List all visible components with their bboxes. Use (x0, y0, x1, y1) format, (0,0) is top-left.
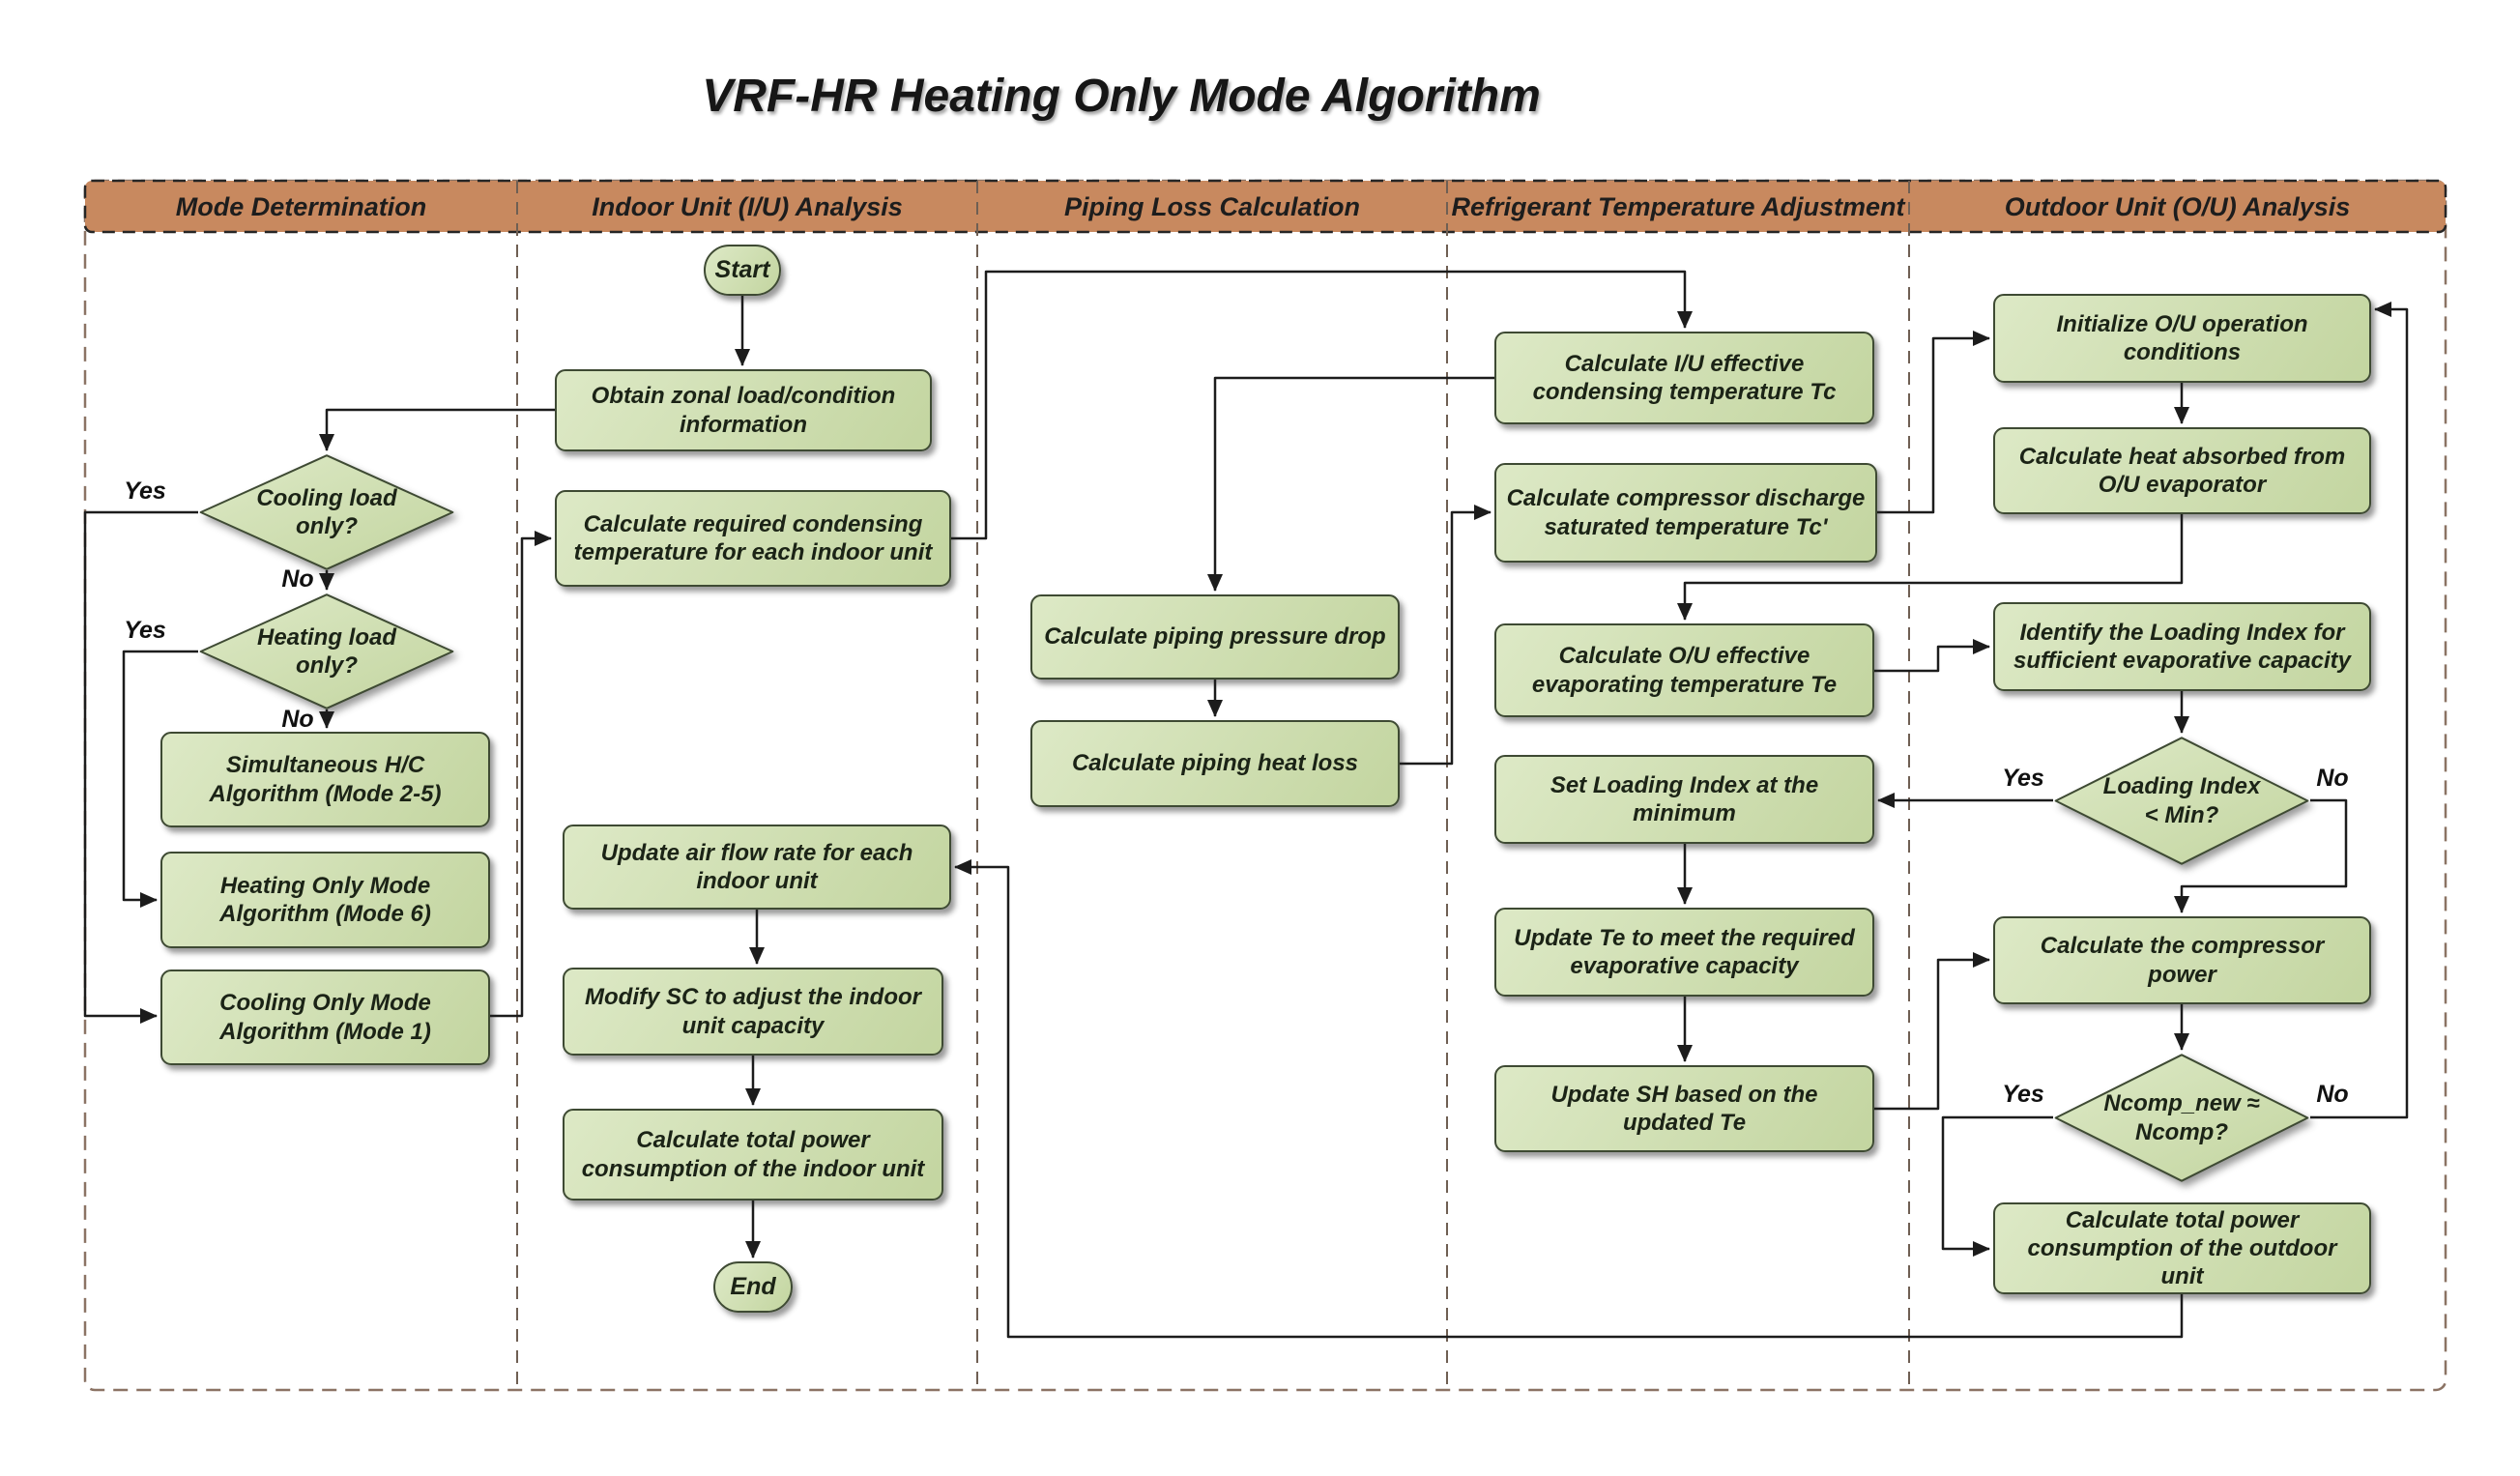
node-calc-piping-pressure-drop: Calculate piping pressure drop (1030, 594, 1400, 680)
connector-update-sh-to-compressor-power (1874, 952, 1990, 1111)
connector-obtain-zonal-to-cooling-decision (319, 408, 555, 451)
node-obtain-zonal-info: Obtain zonal load/condition information (555, 369, 932, 451)
node-update-sh: Update SH based on the updated Te (1494, 1065, 1874, 1152)
node-calc-iu-condensing-tc: Calculate I/U effective condensing tempe… (1494, 332, 1874, 424)
node-modify-sc: Modify SC to adjust the indoor unit capa… (563, 968, 943, 1056)
connector-heat-loss-to-discharge-tc (1400, 505, 1492, 766)
node-identify-loading-index: Identify the Loading Index for sufficien… (1993, 602, 2371, 691)
node-cooling-only-mode-algorithm: Cooling Only Mode Algorithm (Mode 1) (160, 970, 490, 1065)
decision-heating-load-only: Heating load only? (198, 593, 455, 709)
swimlane-header-band (83, 179, 2448, 234)
node-initialize-ou-conditions: Initialize O/U operation conditions (1993, 294, 2371, 383)
lane-header-piping-loss: Piping Loss Calculation (1063, 191, 1361, 221)
label-loading-no: No (2316, 765, 2349, 792)
node-update-air-flow: Update air flow rate for each indoor uni… (563, 825, 951, 910)
connector-cooling-yes-to-cooling-only-mode (83, 510, 198, 1024)
connector-heating-yes-to-heating-only-mode (122, 650, 198, 908)
lane-header-outdoor-unit: Outdoor Unit (O/U) Analysis (2004, 191, 2351, 221)
lane-header-mode-determination: Mode Determination (175, 191, 427, 221)
label-heating-yes: Yes (124, 617, 166, 644)
lane-separators (516, 181, 1910, 1390)
label-heating-no: No (281, 706, 314, 733)
label-cooling-no: No (281, 565, 314, 593)
connector-calc-iu-tc-to-pressure-drop (1207, 376, 1494, 592)
node-calc-heat-absorbed: Calculate heat absorbed from O/U evapora… (1993, 427, 2371, 514)
node-calc-piping-heat-loss: Calculate piping heat loss (1030, 720, 1400, 807)
connector-heat-absorbed-to-calc-ou-te (1677, 514, 2184, 621)
connector-cooling-only-mode-to-calc-required (490, 531, 552, 1018)
node-simultaneous-hc-algorithm: Simultaneous H/C Algorithm (Mode 2-5) (160, 732, 490, 827)
connector-discharge-tc-to-initialize-ou (1877, 331, 1990, 514)
decision-cooling-load-only: Cooling load only? (198, 454, 455, 570)
connector-calc-required-to-calc-iu-tc (951, 270, 1693, 540)
connector-calc-ou-te-to-identify-loading (1874, 639, 1990, 673)
connector-ncomp-yes-to-total-power-ou (1941, 1115, 2053, 1257)
diagram-title: VRF-HR Heating Only Mode Algorithm (702, 71, 1541, 122)
connector-ncomp-no-to-initialize-ou (2310, 302, 2409, 1119)
connector-total-power-ou-to-update-air-flow (954, 859, 2184, 1339)
label-cooling-yes: Yes (124, 478, 166, 505)
lane-header-refrigerant-temp: Refrigerant Temperature Adjustment (1451, 191, 1905, 221)
label-ncomp-no: No (2316, 1081, 2349, 1108)
node-calc-required-condensing: Calculate required condensing temperatur… (555, 490, 951, 587)
node-start: Start (704, 245, 781, 296)
decision-loading-index-min: Loading Index < Min? (2053, 737, 2310, 865)
node-calc-compressor-discharge-tc: Calculate compressor discharge saturated… (1494, 463, 1877, 563)
node-heating-only-mode-algorithm: Heating Only Mode Algorithm (Mode 6) (160, 852, 490, 948)
lane-header-indoor-unit: Indoor Unit (I/U) Analysis (592, 191, 903, 221)
label-loading-yes: Yes (2002, 765, 2044, 792)
node-calc-compressor-power: Calculate the compressor power (1993, 916, 2371, 1004)
node-calc-total-power-indoor: Calculate total power consumption of the… (563, 1109, 943, 1201)
node-calc-ou-evaporating-te: Calculate O/U effective evaporating temp… (1494, 623, 1874, 717)
node-update-te: Update Te to meet the required evaporati… (1494, 908, 1874, 997)
decision-ncomp-compare: Ncomp_new ≈ Ncomp? (2053, 1054, 2310, 1182)
label-ncomp-yes: Yes (2002, 1081, 2044, 1108)
node-end: End (713, 1261, 793, 1313)
connector-loading-no-to-compressor-power (2174, 798, 2348, 913)
node-set-loading-index-minimum: Set Loading Index at the minimum (1494, 755, 1874, 844)
node-calc-total-power-outdoor: Calculate total power consumption of the… (1993, 1202, 2371, 1294)
